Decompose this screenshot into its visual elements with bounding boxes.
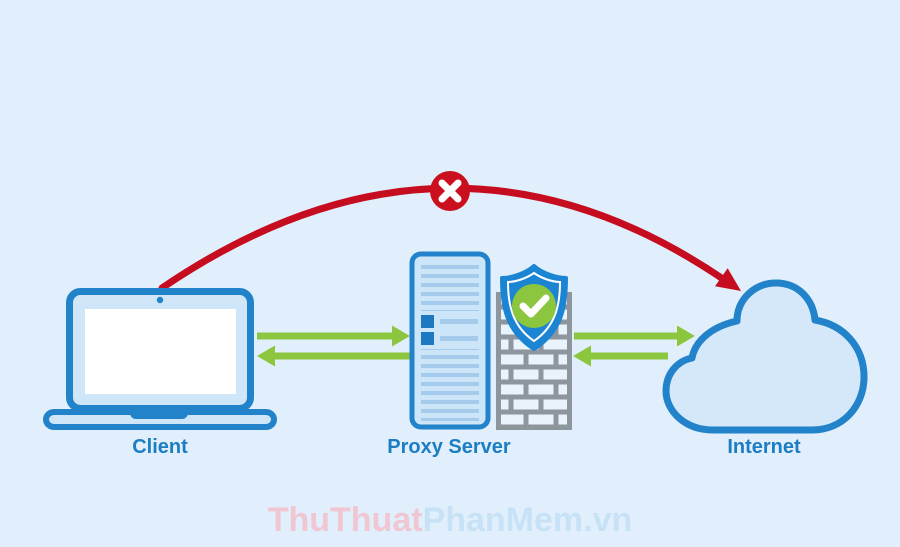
red-arrowhead-icon bbox=[715, 268, 741, 291]
cloud-icon bbox=[662, 279, 868, 434]
proxy-server-label: Proxy Server bbox=[387, 436, 511, 458]
arrow-client-to-proxy bbox=[257, 325, 410, 347]
shield-check-icon bbox=[500, 264, 568, 351]
arrow-proxy-to-client bbox=[257, 345, 410, 367]
arrow-proxy-to-internet bbox=[574, 325, 695, 347]
watermark: ThuThuatPhanMem.vn bbox=[268, 501, 633, 540]
arrow-internet-to-proxy bbox=[573, 345, 668, 367]
watermark-part-blue: PhanMem bbox=[422, 501, 584, 539]
server-icon bbox=[409, 251, 491, 430]
watermark-part-suffix: .vn bbox=[583, 501, 633, 539]
watermark-part-pink: ThuThuat bbox=[267, 501, 423, 539]
laptop-icon bbox=[43, 288, 277, 430]
client-label: Client bbox=[132, 436, 188, 458]
internet-label: Internet bbox=[727, 436, 801, 458]
x-circle-icon bbox=[430, 171, 470, 211]
